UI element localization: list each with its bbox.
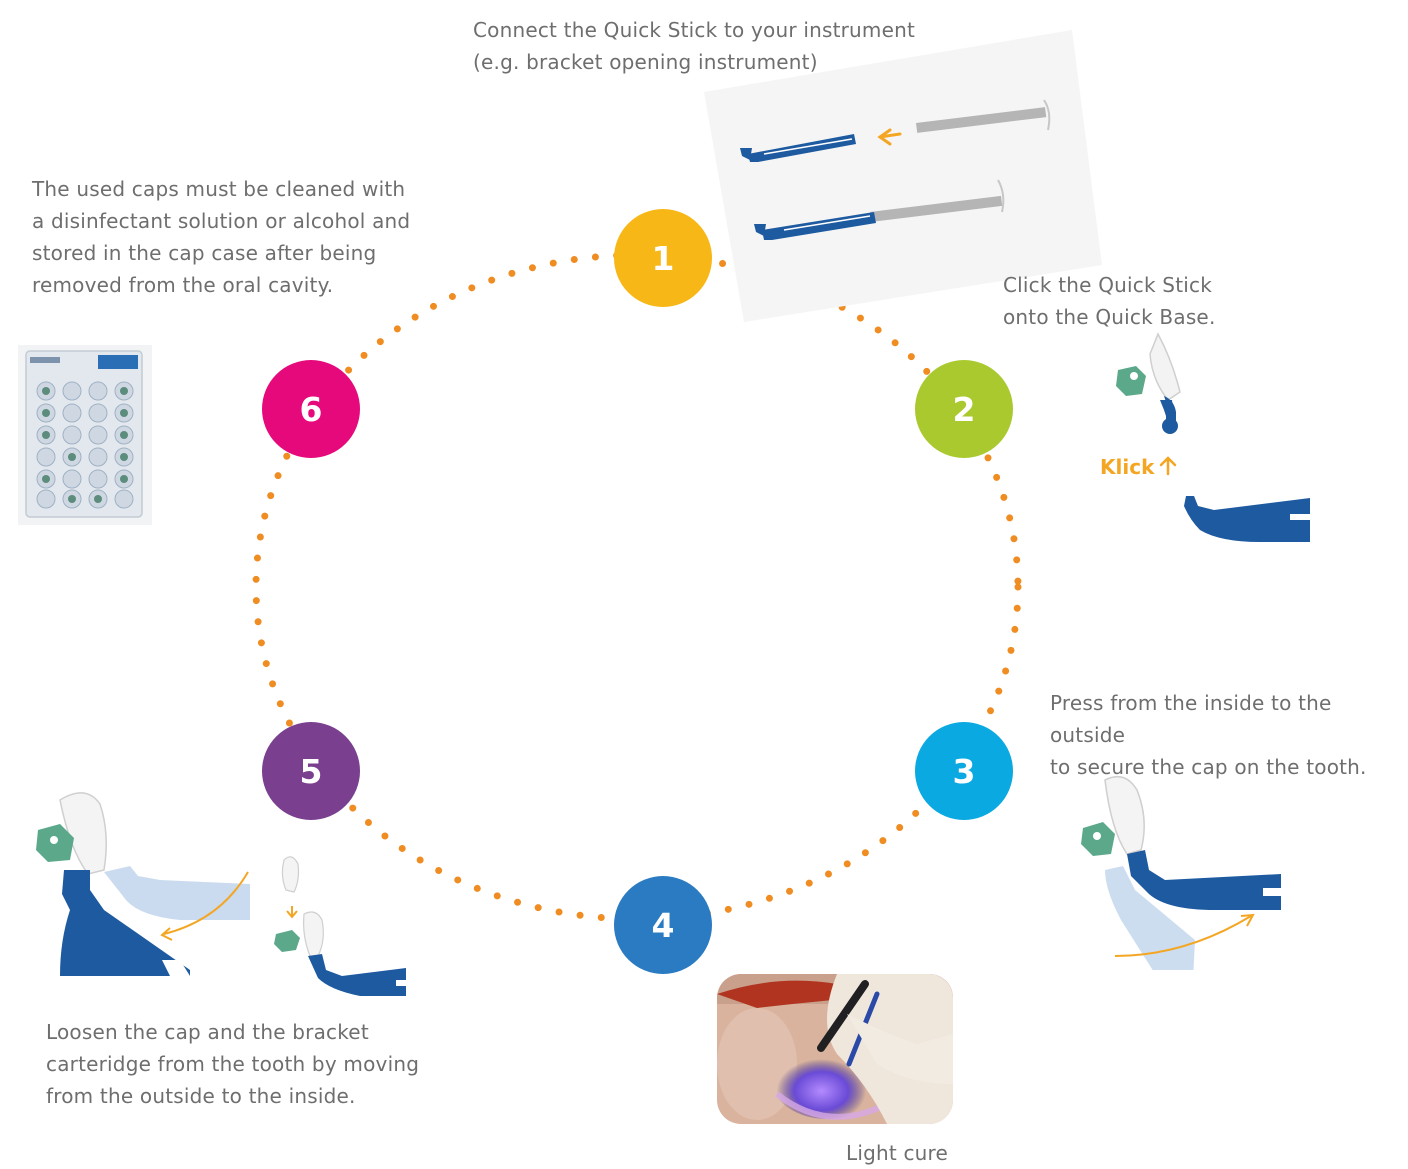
step-6-caption-line-1: The used caps must be cleaned with: [32, 177, 405, 201]
step-5-caption-line-2: carteridge from the tooth by moving: [46, 1052, 419, 1076]
step-2-caption: Click the Quick Stick onto the Quick Bas…: [1003, 269, 1216, 333]
step-2-click-illustration: Klick: [1090, 330, 1320, 550]
step-3-caption: Press from the inside to the outside to …: [1050, 687, 1408, 783]
step-6-caption-line-3: stored in the cap case after being: [32, 241, 376, 265]
step-3-number: 3: [953, 752, 976, 791]
step-4-number: 4: [652, 906, 675, 945]
step-2-number: 2: [953, 390, 976, 429]
klick-label: Klick: [1100, 455, 1155, 479]
step-2-badge: 2: [915, 360, 1013, 458]
step-6-number: 6: [300, 390, 323, 429]
light-cure-photo: [717, 974, 953, 1124]
step-3-badge: 3: [915, 722, 1013, 820]
step-6-caption-line-4: removed from the oral cavity.: [32, 273, 333, 297]
step-1-number: 1: [652, 239, 675, 278]
step-1-badge: 1: [614, 209, 712, 307]
step-2-caption-line-1: Click the Quick Stick: [1003, 273, 1212, 297]
step-5-caption: Loosen the cap and the bracket carteridg…: [46, 1016, 419, 1112]
step-6-badge: 6: [262, 360, 360, 458]
step-6-caption: The used caps must be cleaned with a dis…: [32, 173, 410, 301]
cap-case-image: [18, 345, 152, 525]
step-3-press-illustration: [1075, 770, 1290, 970]
step-4-badge: 4: [614, 876, 712, 974]
step-4-caption-line-1: Light cure: [846, 1141, 948, 1165]
step-2-caption-line-2: onto the Quick Base.: [1003, 305, 1216, 329]
step-5-loosen-illustration: [30, 780, 410, 1000]
step-4-caption: Light cure: [846, 1137, 948, 1169]
step-5-caption-line-3: from the outside to the inside.: [46, 1084, 356, 1108]
step-5-caption-line-1: Loosen the cap and the bracket: [46, 1020, 369, 1044]
step-6-caption-line-2: a disinfectant solution or alcohol and: [32, 209, 410, 233]
step-3-caption-line-1: Press from the inside to the outside: [1050, 691, 1332, 747]
